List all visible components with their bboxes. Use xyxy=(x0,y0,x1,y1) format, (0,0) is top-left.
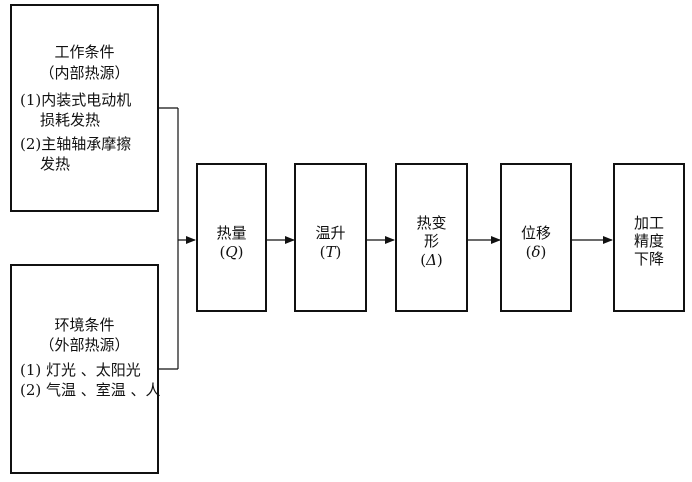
temperature-rise-label: 温升 xyxy=(315,224,346,242)
env-conditions-box xyxy=(10,264,159,474)
heat-label: 热量 xyxy=(216,224,247,242)
displacement-symbol: (δ) xyxy=(525,243,547,261)
precision-decline-box xyxy=(613,163,685,312)
thermal-deformation-symbol: (Δ) xyxy=(420,251,443,269)
work-item-2-cont: 发热 xyxy=(40,155,71,173)
env-conditions-title: 环境条件 xyxy=(54,316,115,334)
thermal-deformation-label-1: 热变 xyxy=(416,214,447,232)
temperature-rise-box xyxy=(294,163,367,312)
env-item-2: (2) 气温 、室温 、人 xyxy=(20,381,161,399)
temperature-rise-symbol: (T) xyxy=(319,243,342,261)
work-conditions-title: 工作条件 xyxy=(54,43,115,61)
work-item-1-cont: 损耗发热 xyxy=(40,111,101,129)
precision-decline-label-1: 加工 xyxy=(633,214,664,232)
env-conditions-subtitle: （外部热源） xyxy=(39,336,130,354)
heat-symbol: (Q) xyxy=(219,243,244,261)
work-item-2: (2)主轴轴承摩擦 xyxy=(20,135,132,153)
thermal-deformation-label-2: 形 xyxy=(423,232,439,250)
work-item-1: (1)内装式电动机 xyxy=(20,91,132,109)
work-conditions-box xyxy=(10,4,159,212)
precision-decline-label-3: 下降 xyxy=(633,250,664,268)
heat-box xyxy=(196,163,267,312)
env-item-1: (1) 灯光 、太阳光 xyxy=(20,361,141,379)
displacement-box xyxy=(500,163,572,312)
thermal-deformation-box xyxy=(395,163,468,312)
work-conditions-subtitle: （内部热源） xyxy=(39,64,130,82)
displacement-label: 位移 xyxy=(520,224,551,242)
precision-decline-label-2: 精度 xyxy=(633,232,664,250)
